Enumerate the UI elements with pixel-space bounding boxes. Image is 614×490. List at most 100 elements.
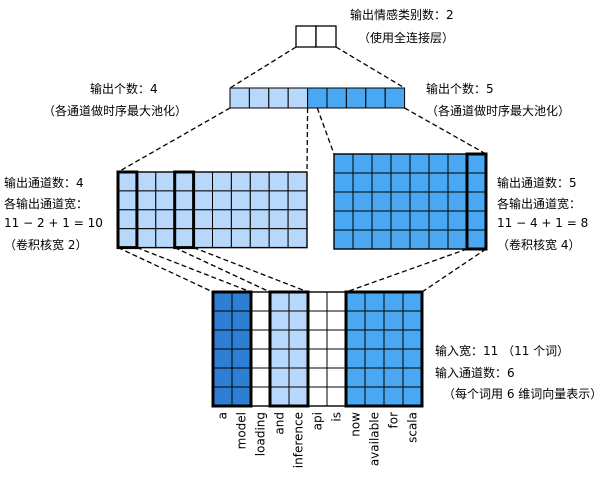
input-cell xyxy=(383,348,404,369)
input-cell xyxy=(288,386,309,407)
conv-left-cell xyxy=(230,171,251,192)
conv-left-cell xyxy=(117,171,138,192)
input-cell xyxy=(231,367,252,388)
conv-left-width-label: 各输出通道宽： xyxy=(4,197,89,211)
pooled-right-count-label: 输出个数：5 xyxy=(426,82,494,96)
input-cell xyxy=(212,310,233,331)
input-cell xyxy=(269,367,290,388)
conv-left-cell xyxy=(117,190,138,211)
input-cell xyxy=(212,348,233,369)
conv-right-cell xyxy=(371,172,392,193)
input-word-label: and xyxy=(273,412,287,435)
input-cell xyxy=(326,386,347,407)
conv-left-cell xyxy=(249,190,270,211)
output-classes-label: 输出情感类别数：2 xyxy=(350,8,454,22)
input-cell xyxy=(402,386,423,407)
fully-connected-note: （使用全连接层） xyxy=(358,31,455,45)
input-word-label: model xyxy=(235,412,249,449)
conv-right-cell xyxy=(371,153,392,174)
pooled-left-cell xyxy=(229,87,250,109)
conv-left-cell xyxy=(268,171,289,192)
pooled-left-cell xyxy=(268,87,289,109)
pooled-right-cell xyxy=(307,87,328,109)
pooled-right-cell xyxy=(365,87,386,109)
conv-left-cell xyxy=(193,171,214,192)
input-embedding-note: （每个词用 6 维词向量表示） xyxy=(443,387,603,401)
conv-left-cell xyxy=(230,190,251,211)
input-cell xyxy=(364,310,385,331)
input-word-label: is xyxy=(330,412,344,422)
conv-left-formula: 11 − 2 + 1 = 10 xyxy=(4,216,103,230)
conv-right-formula: 11 − 4 + 1 = 8 xyxy=(497,216,589,230)
conv-left-cell xyxy=(212,190,232,211)
conv-right-cell xyxy=(447,191,468,212)
conv-left-cell xyxy=(193,228,214,249)
conv-left-cell xyxy=(212,228,232,249)
input-cell xyxy=(288,367,309,388)
conv-left-cell xyxy=(287,171,308,192)
input-cell xyxy=(231,310,252,331)
conv-left-cell xyxy=(212,209,232,230)
input-word-label: api xyxy=(311,412,325,430)
conv-right-cell xyxy=(428,153,449,174)
input-cell xyxy=(326,367,347,388)
output-class-cell xyxy=(295,25,317,48)
conv-left-cell xyxy=(230,209,251,230)
conv-left-kernel-label: （卷积核宽 2） xyxy=(4,238,88,252)
input-cell xyxy=(288,348,309,369)
conv-right-cell xyxy=(409,191,430,212)
conv-right-cell xyxy=(352,153,373,174)
conv-left-cell xyxy=(155,228,176,249)
conv-right-cell xyxy=(352,191,373,212)
conv-right-cell xyxy=(333,210,354,231)
input-cell xyxy=(250,329,271,350)
conv-left-cell xyxy=(174,209,195,230)
conv-right-cell xyxy=(390,191,411,212)
input-cell xyxy=(307,386,328,407)
conv-connector-line xyxy=(193,246,309,293)
pool-connector-line xyxy=(117,107,231,173)
input-cell xyxy=(269,348,290,369)
pooled-right-cell xyxy=(384,87,406,109)
input-cell xyxy=(288,310,309,331)
conv-right-cell xyxy=(333,229,354,250)
input-cell xyxy=(326,348,347,369)
conv-right-cell xyxy=(428,191,449,212)
input-cell xyxy=(345,386,366,407)
conv-right-cell xyxy=(428,172,449,193)
conv-connector-line xyxy=(421,248,487,293)
conv-right-highlight-column xyxy=(465,152,488,251)
conv-left-cell xyxy=(174,190,195,211)
input-word-label: a xyxy=(216,412,230,419)
input-cell xyxy=(364,291,385,312)
input-cell xyxy=(383,291,404,312)
input-cell xyxy=(307,367,328,388)
conv-right-cell xyxy=(390,229,411,250)
conv-left-cell xyxy=(155,171,176,192)
conv-right-cell xyxy=(466,153,487,174)
conv-right-width-label: 各输出通道宽： xyxy=(497,197,582,211)
conv-connector-line xyxy=(117,247,214,293)
conv-right-cell xyxy=(390,210,411,231)
conv-left-cell xyxy=(212,171,232,192)
conv-left-cell xyxy=(136,228,157,249)
input-window-kernel2 xyxy=(268,290,310,408)
conv-left-cell xyxy=(249,228,270,249)
input-cell xyxy=(307,348,328,369)
conv-left-cell xyxy=(155,190,176,211)
conv-left-highlight-column xyxy=(173,170,196,250)
conv-left-cell xyxy=(155,209,176,230)
conv-left-cell xyxy=(268,209,289,230)
input-cell xyxy=(383,310,404,331)
conv-right-cell xyxy=(466,172,487,193)
conv-left-cell xyxy=(174,228,195,249)
conv-left-cell xyxy=(287,190,308,211)
conv-left-cell xyxy=(249,171,270,192)
input-cell xyxy=(383,367,404,388)
pooled-right-cell xyxy=(326,87,347,109)
conv-left-cell xyxy=(117,209,138,230)
input-cell xyxy=(364,329,385,350)
input-word-label: now xyxy=(349,412,363,437)
input-cell xyxy=(231,386,252,407)
conv-right-cell xyxy=(371,229,392,250)
